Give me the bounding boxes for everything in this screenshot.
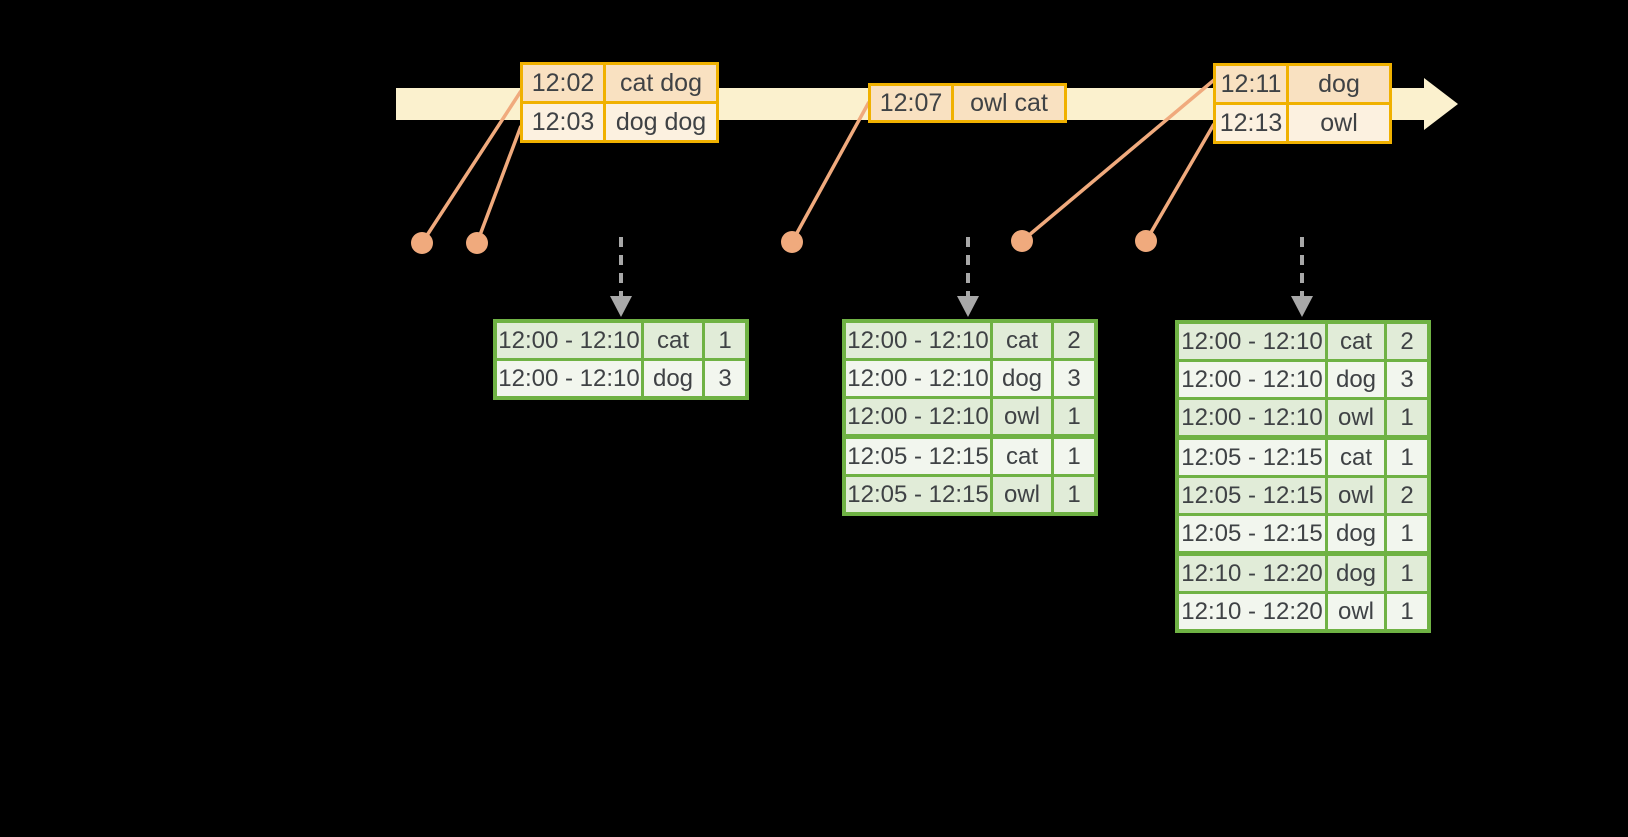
event-time-cell: 12:02	[523, 65, 603, 101]
word-cell: owl	[1328, 400, 1384, 435]
event-marker-dot-1	[411, 232, 433, 254]
word-cell: owl	[1328, 478, 1384, 513]
word-cell: owl	[993, 399, 1051, 434]
event-time-cell: 12:07	[871, 86, 951, 120]
count-cell: 1	[1387, 594, 1427, 629]
word-cell: dog	[993, 361, 1051, 396]
count-cell: 1	[1387, 438, 1427, 475]
word-cell: cat	[993, 437, 1051, 474]
count-cell: 1	[1054, 399, 1094, 434]
count-cell: 1	[1387, 554, 1427, 591]
window-cell: 12:10 - 12:20	[1179, 594, 1325, 629]
event-connector-line-5	[1144, 123, 1216, 242]
window-cell: 12:00 - 12:10	[846, 399, 990, 434]
window-cell: 12:00 - 12:10	[846, 323, 990, 358]
word-cell: cat	[1328, 438, 1384, 475]
event-marker-dot-3	[781, 231, 803, 253]
window-cell: 12:00 - 12:10	[497, 323, 641, 358]
word-cell: cat	[993, 323, 1051, 358]
trigger-arrow-head-2	[957, 296, 979, 317]
window-cell: 12:00 - 12:10	[1179, 362, 1325, 397]
count-cell: 1	[1387, 516, 1427, 551]
event-time-cell: 12:11	[1216, 66, 1286, 102]
event-words-cell: owl cat	[954, 86, 1064, 120]
event-connector-line-1	[420, 90, 523, 244]
window-cell: 12:10 - 12:20	[1179, 554, 1325, 591]
event-marker-dot-5	[1135, 230, 1157, 252]
word-cell: dog	[1328, 516, 1384, 551]
word-cell: dog	[644, 361, 702, 396]
event-words-cell: dog dog	[606, 104, 716, 140]
trigger-arrow-head-3	[1291, 296, 1313, 317]
count-cell: 2	[1387, 478, 1427, 513]
count-cell: 1	[1054, 437, 1094, 474]
count-cell: 3	[1387, 362, 1427, 397]
event-time-cell: 12:03	[523, 104, 603, 140]
count-cell: 2	[1054, 323, 1094, 358]
word-cell: dog	[1328, 362, 1384, 397]
count-cell: 3	[705, 361, 745, 396]
event-words-cell: cat dog	[606, 65, 716, 101]
count-cell: 2	[1387, 324, 1427, 359]
event-words-cell: owl	[1289, 105, 1389, 141]
word-cell: dog	[1328, 554, 1384, 591]
window-cell: 12:05 - 12:15	[846, 477, 990, 512]
event-marker-dot-4	[1011, 230, 1033, 252]
count-cell: 1	[1054, 477, 1094, 512]
word-cell: cat	[1328, 324, 1384, 359]
event-marker-dot-2	[466, 232, 488, 254]
trigger-arrow-head-1	[610, 296, 632, 317]
window-cell: 12:05 - 12:15	[1179, 438, 1325, 475]
event-connector-line-4	[1020, 78, 1216, 243]
event-time-cell: 12:13	[1216, 105, 1286, 141]
window-cell: 12:00 - 12:10	[1179, 400, 1325, 435]
window-cell: 12:00 - 12:10	[846, 361, 990, 396]
window-cell: 12:00 - 12:10	[1179, 324, 1325, 359]
window-cell: 12:00 - 12:10	[497, 361, 641, 396]
count-cell: 1	[1387, 400, 1427, 435]
event-words-cell: dog	[1289, 66, 1389, 102]
window-cell: 12:05 - 12:15	[846, 437, 990, 474]
count-cell: 1	[705, 323, 745, 358]
count-cell: 3	[1054, 361, 1094, 396]
window-cell: 12:05 - 12:15	[1179, 478, 1325, 513]
word-cell: owl	[993, 477, 1051, 512]
event-connector-line-3	[790, 101, 871, 243]
event-connector-line-2	[475, 125, 523, 244]
window-cell: 12:05 - 12:15	[1179, 516, 1325, 551]
word-cell: cat	[644, 323, 702, 358]
word-cell: owl	[1328, 594, 1384, 629]
